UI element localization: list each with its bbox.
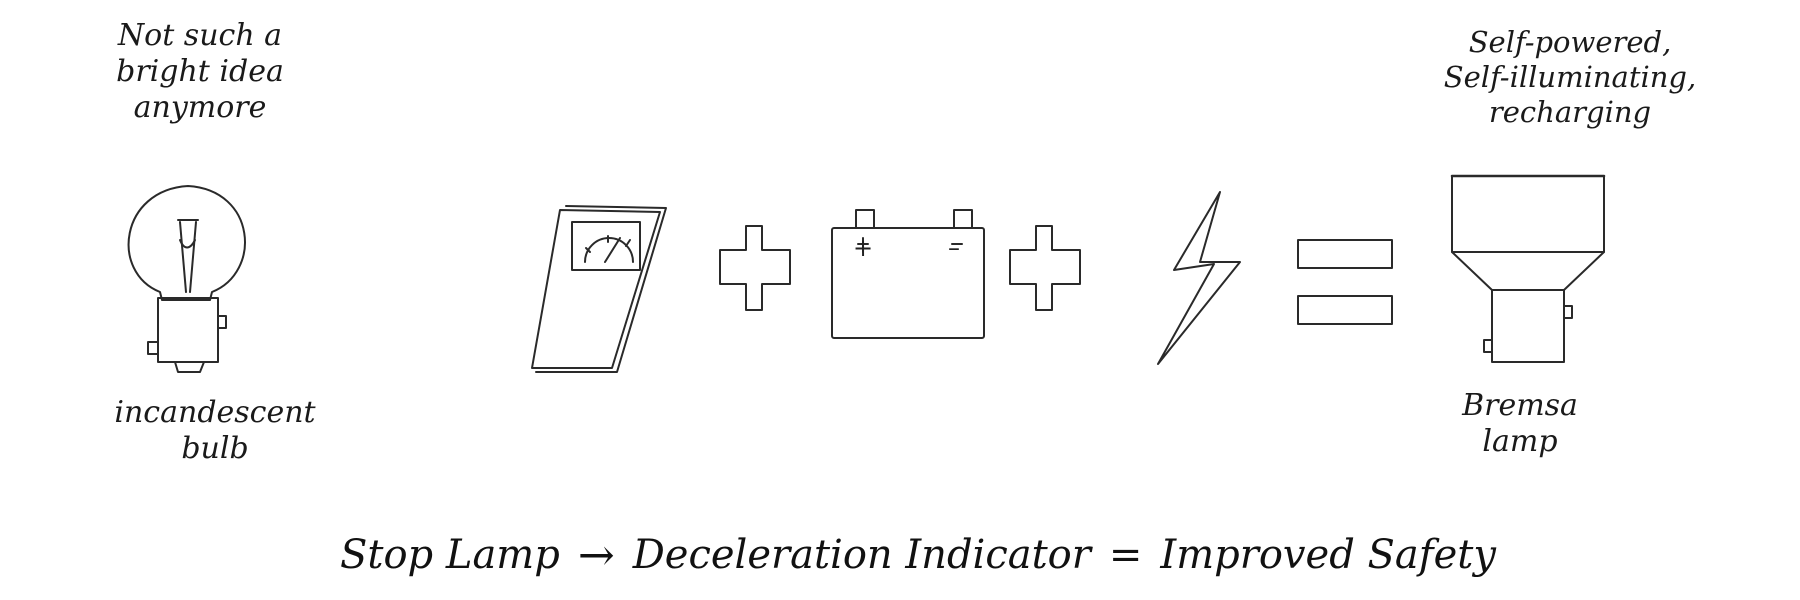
plus-icon: [1009, 225, 1081, 311]
incandescent-bulb-icon: [127, 185, 246, 373]
battery-minus-glyph: –: [948, 234, 960, 262]
equation-deceleration-indicator: Deceleration Indicator: [632, 532, 1091, 578]
caption-bremsa-lamp: Bremsa lamp: [1462, 388, 1578, 459]
equation-improved-safety: Improved Safety: [1160, 532, 1496, 578]
accelerometer-meter-icon: [531, 205, 667, 373]
caption-not-such-a-bright-idea: Not such a bright idea anymore: [116, 18, 284, 125]
battery-icon: [831, 209, 985, 339]
caption-self-powered: Self-powered, Self-illuminating, recharg…: [1443, 25, 1697, 129]
caption-incandescent-bulb: incandescent bulb: [114, 395, 316, 466]
equals-icon: [1297, 239, 1393, 325]
bremsa-lamp-icon: [1450, 174, 1606, 363]
equation-stop-lamp: Stop Lamp: [340, 532, 560, 578]
battery-plus-glyph: +: [853, 234, 873, 262]
safety-equation: Stop Lamp → Deceleration Indicator = Imp…: [340, 520, 1500, 590]
plus-icon: [719, 225, 791, 311]
equation-equals: =: [1108, 532, 1143, 578]
lightning-bolt-icon: [1157, 191, 1241, 365]
arrow-icon: →: [577, 529, 615, 581]
